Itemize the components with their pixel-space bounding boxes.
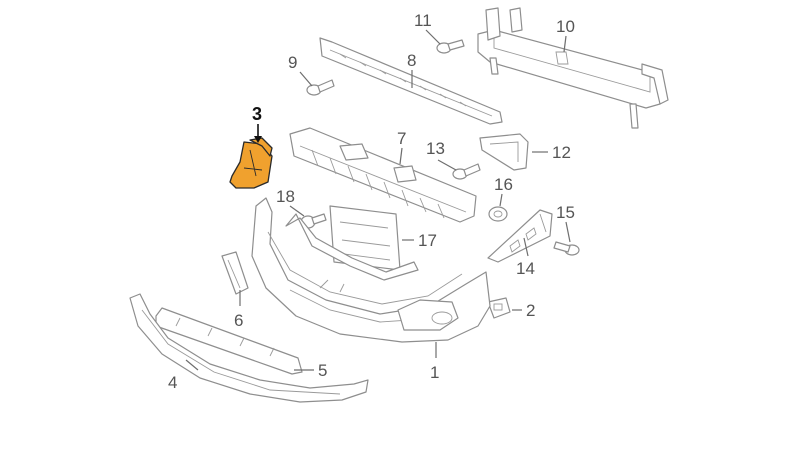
arrowhead-3 xyxy=(254,136,262,143)
part-16-clip[interactable] xyxy=(488,206,508,222)
part-4-lower-valance[interactable] xyxy=(129,293,369,403)
callout-13: 13 xyxy=(426,139,445,158)
leader-4 xyxy=(185,359,199,371)
callout-14: 14 xyxy=(516,259,535,278)
leader-14 xyxy=(523,237,529,257)
callout-10: 10 xyxy=(556,17,575,36)
callout-4: 4 xyxy=(168,373,177,392)
part-9-bolt[interactable] xyxy=(306,79,335,96)
part-13-bolt[interactable] xyxy=(452,163,481,180)
part-14-side-bracket[interactable] xyxy=(487,209,553,263)
callout-15: 15 xyxy=(556,203,575,222)
part-8-absorber-strip[interactable] xyxy=(319,37,503,125)
callout-2: 2 xyxy=(526,301,535,320)
callout-12: 12 xyxy=(552,143,571,162)
callout-1: 1 xyxy=(430,363,439,382)
part-12-upper-bracket[interactable] xyxy=(479,133,529,171)
callout-11: 11 xyxy=(414,11,432,30)
leader-18 xyxy=(289,205,305,217)
leader-10 xyxy=(563,35,567,53)
part-7-energy-absorber[interactable] xyxy=(289,127,477,223)
leader-15 xyxy=(565,221,571,243)
part-15-bolt[interactable] xyxy=(553,241,580,256)
part-2-grille-insert[interactable] xyxy=(487,297,511,319)
callout-17: 17 xyxy=(418,231,437,250)
part-6-tow-cover[interactable] xyxy=(221,251,249,295)
callout-7: 7 xyxy=(397,129,406,148)
callout-8: 8 xyxy=(407,51,416,70)
leader-11 xyxy=(425,29,441,45)
callout-16: 16 xyxy=(494,175,513,194)
callout-3: 3 xyxy=(252,104,262,124)
part-17-plate-bracket[interactable] xyxy=(329,205,401,271)
leader-13 xyxy=(437,159,457,171)
leader-9 xyxy=(299,71,313,87)
callout-6: 6 xyxy=(234,311,243,330)
callout-9: 9 xyxy=(288,53,297,72)
leader-16 xyxy=(499,193,503,207)
callout-5: 5 xyxy=(318,361,327,380)
callout-18: 18 xyxy=(276,187,295,206)
part-10-reinforcement-beam[interactable] xyxy=(477,7,669,129)
leader-7 xyxy=(399,147,403,165)
part-1-bumper-cover[interactable] xyxy=(251,197,491,343)
part-3-bracket-highlighted[interactable] xyxy=(229,137,273,189)
part-11-bolt[interactable] xyxy=(436,39,465,54)
